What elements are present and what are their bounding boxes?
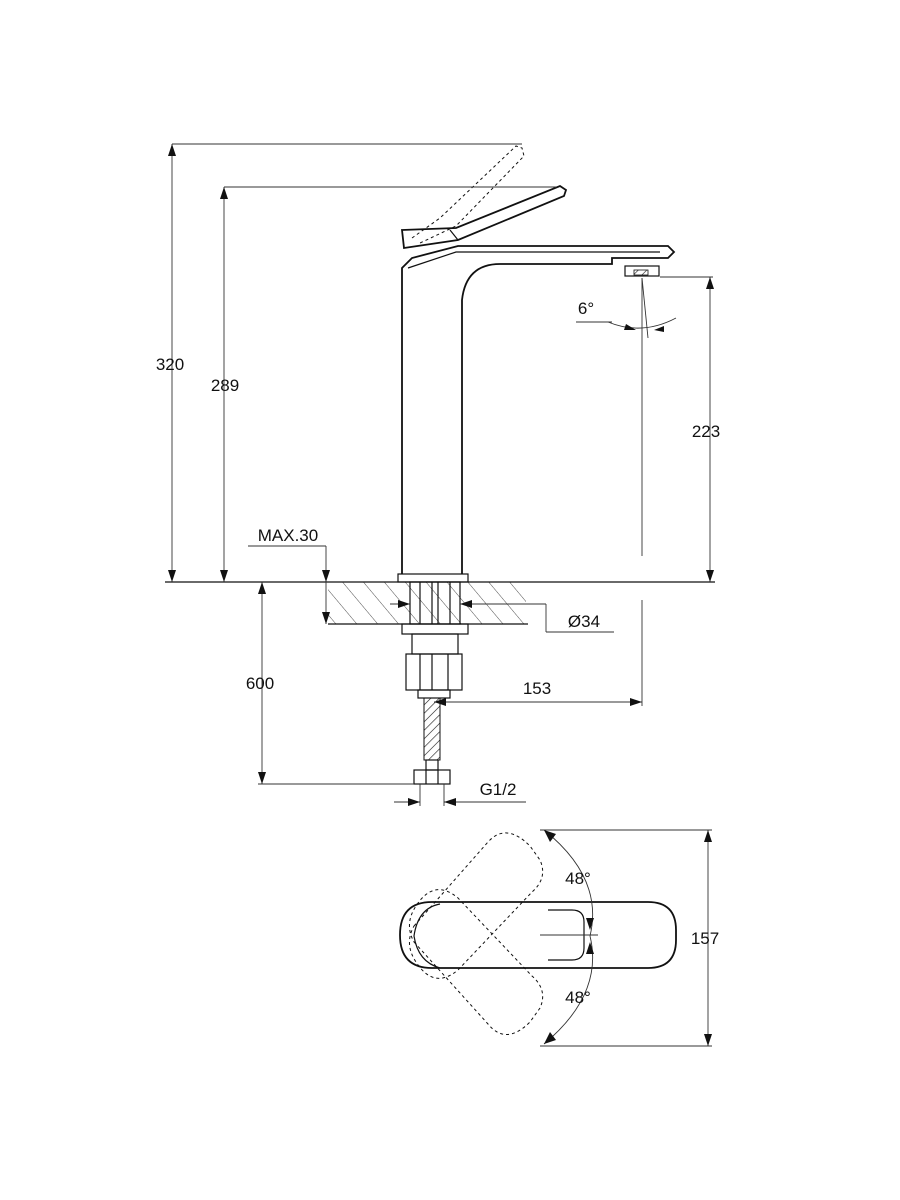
dim-157: 157 (540, 829, 719, 1047)
dim-spout-angle: 6° (576, 277, 677, 556)
braided-hose (413, 697, 451, 785)
dim-max-deck: MAX.30 (248, 526, 330, 624)
dim-320-label: 320 (156, 355, 184, 374)
dim-max-deck-label: MAX.30 (258, 526, 318, 545)
dim-600: 600 (246, 582, 414, 785)
handle (400, 184, 568, 250)
dim-spout-angle-label: 6° (578, 299, 594, 318)
mounting-shank (401, 581, 469, 699)
dim-289-label: 289 (211, 376, 239, 395)
dim-153: 153 (434, 600, 643, 706)
dim-320: 320 (156, 143, 522, 582)
dim-thread: G1/2 (394, 780, 526, 806)
dim-223: 223 (660, 276, 720, 582)
dim-angle-top-label: 48° (565, 869, 591, 888)
top-view: 48° 48° 157 (399, 829, 719, 1047)
dim-289: 289 (211, 186, 556, 582)
faucet-body (397, 245, 676, 583)
dim-hole-diameter: Ø34 (390, 600, 614, 633)
countertop-section (165, 581, 715, 625)
dim-600-label: 600 (246, 674, 274, 693)
dim-157-label: 157 (691, 929, 719, 948)
body-outline (399, 901, 677, 969)
dim-thread-label: G1/2 (480, 780, 517, 799)
side-view: 320 289 223 6° (156, 143, 720, 806)
dim-handle-angles: 48° 48° (543, 829, 594, 1045)
handle-rotated-positions (409, 832, 544, 1035)
dim-hole-diameter-label: Ø34 (568, 612, 600, 631)
dim-223-label: 223 (692, 422, 720, 441)
dim-angle-bottom-label: 48° (565, 988, 591, 1007)
dim-153-label: 153 (523, 679, 551, 698)
handle-raised-position (411, 145, 525, 245)
